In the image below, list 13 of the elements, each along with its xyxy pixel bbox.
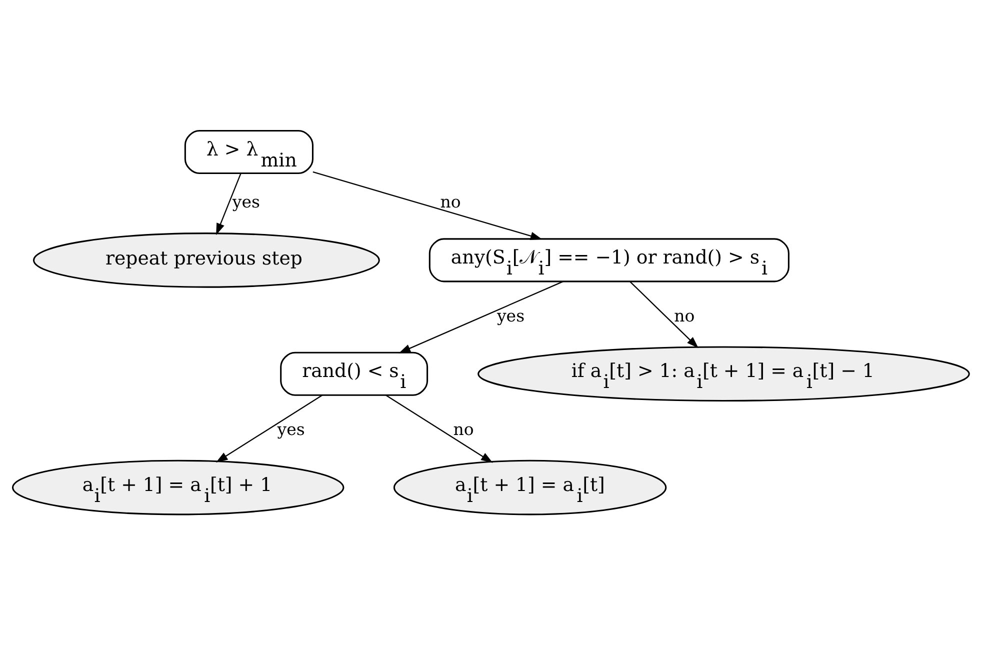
- edge-label: no: [674, 306, 695, 326]
- arrow: [216, 394, 323, 462]
- arrow: [216, 173, 242, 236]
- edge-label: no: [453, 420, 474, 440]
- edge-label: no: [440, 192, 461, 212]
- arrow: [630, 281, 698, 348]
- node-ellipse: repeat previous step: [32, 232, 380, 288]
- arrow: [386, 394, 493, 463]
- arrow: [398, 280, 564, 354]
- edge-label: yes: [277, 420, 305, 440]
- arrow: [312, 171, 542, 240]
- edge-label: yes: [232, 192, 260, 212]
- edge-label: yes: [496, 306, 525, 326]
